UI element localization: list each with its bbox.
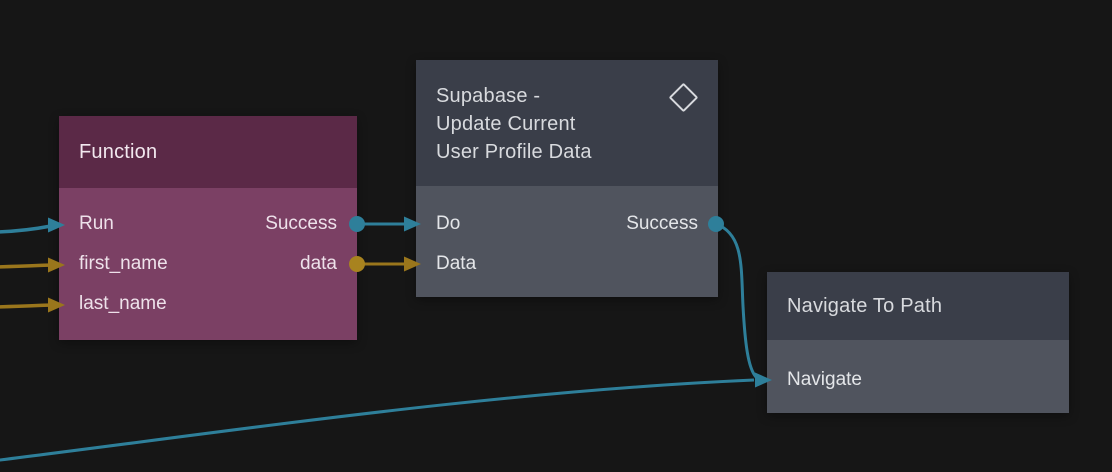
port-row: Data (416, 244, 718, 284)
output-port-data[interactable]: data (300, 253, 337, 274)
arrowhead-data-input[interactable] (404, 256, 421, 272)
edge-into-first-name[interactable] (0, 263, 52, 269)
arrowhead-do-input[interactable] (404, 216, 421, 232)
arrowhead-first-name-input[interactable] (48, 257, 65, 273)
node-navigate-to-path[interactable]: Navigate To Path Navigate (767, 272, 1069, 413)
output-dot-supabase-success[interactable] (708, 216, 724, 232)
node-supabase-update-profile[interactable]: Supabase - Update Current User Profile D… (416, 60, 718, 297)
node-function-header: Function (59, 116, 357, 188)
edge-offscreen-to-navigate[interactable] (0, 378, 755, 462)
port-row: last_name (59, 284, 357, 324)
port-row: Navigate (767, 360, 1069, 400)
node-supabase-title: Supabase - Update Current User Profile D… (436, 85, 592, 163)
input-port-do[interactable]: Do (436, 213, 461, 234)
node-navigate-body: Navigate (767, 340, 1069, 413)
input-port-data[interactable]: Data (436, 253, 477, 274)
output-port-success[interactable]: Success (265, 213, 337, 234)
edge-into-last-name[interactable] (0, 303, 52, 309)
output-dot-data[interactable] (349, 256, 365, 272)
diamond-icon (668, 82, 699, 113)
node-function-title: Function (79, 140, 158, 163)
input-port-first-name[interactable]: first_name (79, 253, 168, 274)
node-navigate-header: Navigate To Path (767, 272, 1069, 340)
node-supabase-body: Do Success Data (416, 186, 718, 297)
arrowhead-run-input[interactable] (48, 217, 65, 233)
edge-supabase-success-to-navigate[interactable] (715, 222, 758, 378)
input-port-navigate[interactable]: Navigate (787, 369, 862, 390)
node-function[interactable]: Function Run Success first_name data las… (59, 116, 357, 340)
node-navigate-title: Navigate To Path (787, 294, 943, 317)
node-supabase-header: Supabase - Update Current User Profile D… (416, 60, 718, 186)
output-port-success[interactable]: Success (626, 213, 698, 234)
node-function-body: Run Success first_name data last_name (59, 188, 357, 340)
output-dot-success[interactable] (349, 216, 365, 232)
arrowhead-navigate-input[interactable] (755, 372, 772, 388)
edge-into-run[interactable] (0, 224, 52, 234)
arrowhead-last-name-input[interactable] (48, 297, 65, 313)
port-row: Run Success (59, 204, 357, 244)
input-port-last-name[interactable]: last_name (79, 293, 167, 314)
port-row: Do Success (416, 204, 718, 244)
port-row: first_name data (59, 244, 357, 284)
input-port-run[interactable]: Run (79, 213, 114, 234)
